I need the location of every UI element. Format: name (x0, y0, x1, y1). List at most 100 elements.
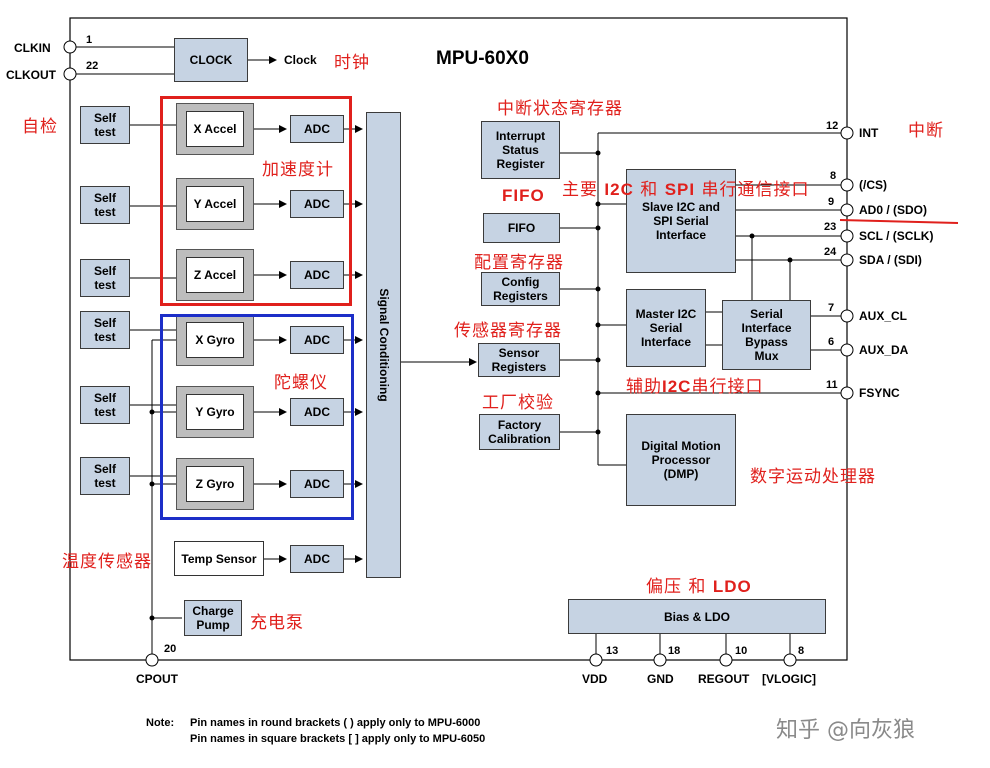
annotation-bias-ldo: 偏压 和 LDO (646, 572, 752, 597)
factory-calibration-block: Factory Calibration (479, 414, 560, 450)
pin-sda-number: 24 (824, 246, 837, 258)
pin-fsync-label: FSYNC (859, 386, 900, 400)
pin-int-number: 12 (826, 120, 839, 132)
note-label: Note: (146, 717, 175, 729)
annotation-slave-d: SPI (664, 180, 696, 199)
note-line-2: Pin names in square brackets [ ] apply o… (190, 733, 486, 745)
dmp-block: Digital Motion Processor (DMP) (626, 414, 736, 506)
fifo-block: FIFO (483, 213, 560, 243)
charge-pump-block: Charge Pump (184, 600, 242, 636)
pin-regout-label: REGOUT (698, 672, 750, 686)
annotation-slave-c: 和 (633, 180, 665, 200)
sensor-registers-block: Sensor Registers (478, 343, 560, 377)
pin-ad0-number: 9 (828, 196, 835, 208)
pin-vdd-label: VDD (582, 672, 608, 686)
pin-aux-cl-number: 7 (828, 302, 835, 314)
pin-ad0-label: AD0 / (SDO) (859, 203, 928, 217)
adc-x-accel: ADC (290, 115, 344, 143)
annotation-aux-c: 串行接口 (691, 377, 764, 397)
annotation-factory: 工厂校验 (482, 393, 554, 413)
z-gyro-block: Z Gyro (186, 466, 244, 502)
config-registers-block: Config Registers (481, 272, 560, 306)
annotation-slave-a: 主要 (562, 180, 605, 200)
pin-cpout-label: CPOUT (136, 672, 178, 686)
annotation-charge-pump: 充电泵 (250, 613, 304, 633)
signal-conditioning-block: Signal Conditioning (366, 112, 401, 578)
y-accel-block: Y Accel (186, 186, 244, 222)
pin-clkin-number: 1 (86, 34, 93, 46)
pin-regout-number: 10 (735, 645, 748, 657)
annotation-interrupt-pin: 中断 (908, 121, 944, 141)
annotation-sensor-registers: 传感器寄存器 (454, 321, 562, 341)
adc-z-accel: ADC (290, 261, 344, 289)
adc-z-gyro: ADC (290, 470, 344, 498)
pin-cs-number: 8 (830, 170, 837, 182)
self-test-y-accel: Self test (80, 186, 130, 224)
self-test-z-gyro: Self test (80, 457, 130, 495)
annotation-temp: 温度传感器 (62, 552, 152, 572)
pin-cpout-number: 20 (164, 643, 177, 655)
pin-sda-label: SDA / (SDI) (859, 253, 922, 267)
y-gyro-block: Y Gyro (186, 394, 244, 430)
pin-scl-label: SCL / (SCLK) (859, 229, 934, 243)
annotation-gyro: 陀螺仪 (274, 373, 328, 393)
annotation-aux-b: I2C (662, 377, 692, 396)
annotation-bias-a: 偏压 和 (646, 577, 713, 597)
note-line-1: Pin names in round brackets ( ) apply on… (190, 717, 481, 729)
slave-i2c-spi-block: Slave I2C and SPI Serial Interface (626, 169, 736, 273)
pin-clkout-label: CLKOUT (6, 68, 56, 82)
signal-conditioning-label: Signal Conditioning (376, 288, 391, 402)
accel-highlight-box (160, 96, 352, 306)
chip-outline (69, 17, 848, 661)
annotation-slave-e: 串行通信接口 (695, 180, 810, 200)
self-test-y-gyro: Self test (80, 386, 130, 424)
gyro-highlight-box (160, 314, 354, 520)
x-gyro-block: X Gyro (186, 322, 244, 358)
pin-gnd-number: 18 (668, 645, 681, 657)
bypass-mux-block: Serial Interface Bypass Mux (722, 300, 811, 370)
pin-vdd-number: 13 (606, 645, 619, 657)
pin-clkin-label: CLKIN (14, 41, 51, 55)
annotation-config: 配置寄存器 (474, 253, 564, 273)
chip-title: MPU-60X0 (436, 48, 529, 69)
annotation-slave-b: I2C (604, 180, 634, 199)
annotation-clock: 时钟 (334, 53, 370, 73)
pin-int-label: INT (859, 126, 879, 140)
x-accel-block: X Accel (186, 111, 244, 147)
pin-aux-da-number: 6 (828, 336, 835, 348)
pin-cs-label: (/CS) (859, 178, 887, 192)
annotation-dmp: 数字运动处理器 (750, 467, 876, 487)
pin-vlogic-number: 8 (798, 645, 805, 657)
pin-gnd-label: GND (647, 672, 674, 686)
pin-scl-number: 23 (824, 221, 837, 233)
clock-block: CLOCK (174, 38, 248, 82)
interrupt-status-register-block: Interrupt Status Register (481, 121, 560, 179)
adc-x-gyro: ADC (290, 326, 344, 354)
annotation-slave-interface: 主要 I2C 和 SPI 串行通信接口 (562, 175, 810, 200)
adc-y-gyro: ADC (290, 398, 344, 426)
self-test-z-accel: Self test (80, 259, 130, 297)
temp-sensor-block: Temp Sensor (174, 541, 264, 576)
annotation-bias-b: LDO (712, 577, 752, 596)
bias-ldo-block: Bias & LDO (568, 599, 826, 634)
pin-aux-cl-label: AUX_CL (859, 309, 908, 323)
self-test-x-accel: Self test (80, 106, 130, 144)
annotation-self-test: 自检 (22, 117, 58, 137)
self-test-x-gyro: Self test (80, 311, 130, 349)
annotation-aux-a: 辅助 (626, 377, 662, 397)
master-i2c-block: Master I2C Serial Interface (626, 289, 706, 367)
adc-y-accel: ADC (290, 190, 344, 218)
z-accel-block: Z Accel (186, 257, 244, 293)
pin-fsync-number: 11 (826, 379, 838, 391)
annotation-aux-interface: 辅助I2C串行接口 (626, 372, 763, 397)
watermark: 知乎 @向灰狼 (776, 718, 915, 743)
pin-vlogic-label: [VLOGIC] (762, 672, 816, 686)
pin-aux-da-label: AUX_DA (859, 343, 909, 357)
clock-output-label: Clock (284, 53, 317, 67)
annotation-accel: 加速度计 (262, 160, 334, 180)
adc-temp: ADC (290, 545, 344, 573)
annotation-fifo: FIFO (502, 186, 545, 205)
annotation-interrupt: 中断状态寄存器 (497, 99, 623, 119)
